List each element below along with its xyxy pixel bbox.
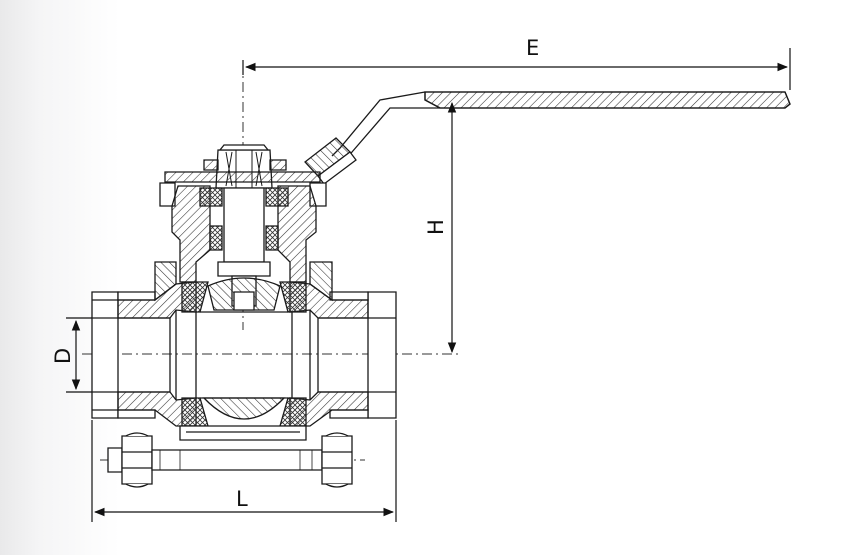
dimension-label-E: E	[526, 36, 539, 60]
valve-body	[91, 261, 397, 441]
dimension-D	[66, 317, 92, 393]
lever-handle	[304, 91, 791, 185]
dimension-E	[242, 48, 791, 90]
dimension-label-D: D	[51, 348, 75, 364]
dimension-L	[91, 420, 397, 522]
stem-assembly	[159, 144, 327, 307]
dimension-label-H: H	[424, 219, 448, 235]
body-bolt	[107, 432, 353, 488]
dimension-label-L: L	[236, 487, 248, 511]
